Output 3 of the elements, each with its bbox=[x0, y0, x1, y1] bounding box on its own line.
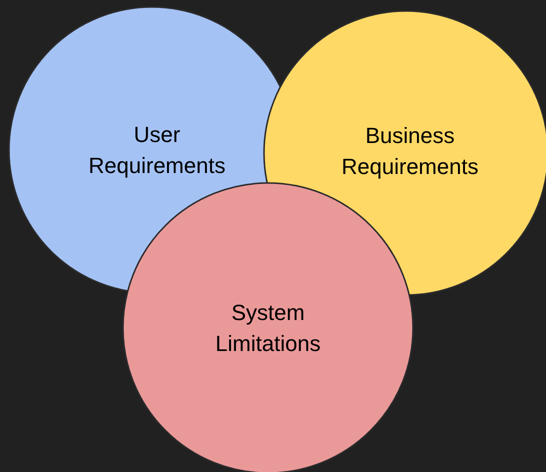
circle-label: System Limitations bbox=[214, 299, 322, 358]
circle-label: User Requirements bbox=[88, 121, 226, 180]
circle-label: Business Requirements bbox=[340, 122, 480, 181]
